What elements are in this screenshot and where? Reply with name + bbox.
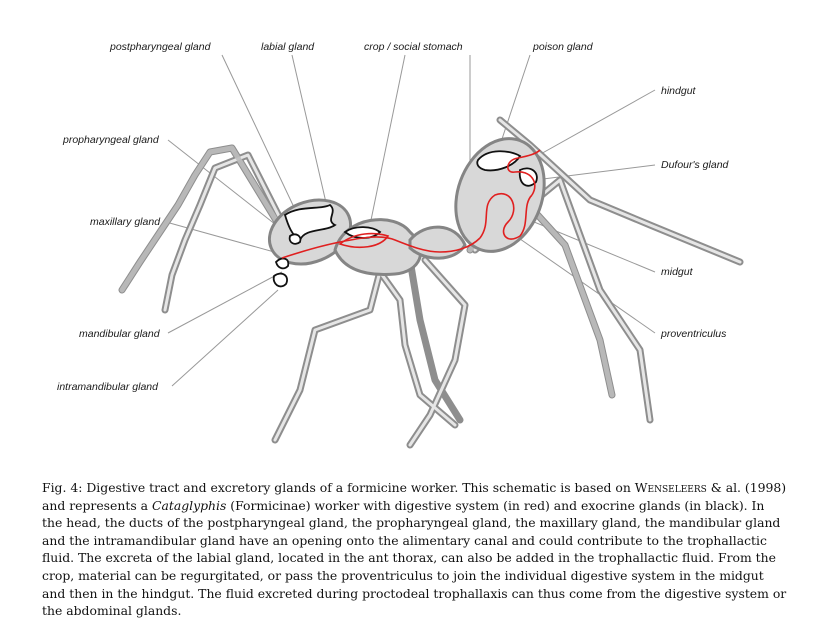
ant-schematic-figure: postpharyngeal gland labial gland crop /… (0, 0, 821, 475)
ant-petiole (410, 227, 465, 258)
propharyngeal-gland-shape (290, 234, 301, 243)
label-labial-gland: labial gland (261, 41, 315, 53)
label-hindgut: hindgut (661, 85, 697, 97)
caption-author: Wenseleers (635, 480, 707, 495)
maxillary-gland-shape (276, 259, 288, 269)
leader-lines (166, 55, 655, 386)
label-midgut: midgut (661, 266, 694, 278)
label-proventriculus: proventriculus (660, 328, 727, 340)
label-dufours-gland: Dufour's gland (661, 159, 730, 171)
label-postpharyngeal-gland: postpharyngeal gland (109, 41, 212, 53)
label-intramandibular-gland: intramandibular gland (57, 381, 159, 393)
label-mandibular-gland: mandibular gland (79, 328, 161, 340)
caption-genus: Cataglyphis (152, 498, 226, 513)
caption-fig: Fig. 4: Digestive tract and excretory gl… (42, 480, 635, 495)
label-crop: crop / social stomach (364, 41, 463, 53)
label-poison-gland: poison gland (532, 41, 594, 53)
figure-caption: Fig. 4: Digestive tract and excretory gl… (42, 479, 787, 620)
label-propharyngeal-gland: propharyngeal gland (62, 134, 160, 146)
ant-body (260, 126, 559, 275)
caption-rest: (Formicinae) worker with digestive syste… (42, 498, 786, 619)
ant-legs-and-antennae (122, 120, 740, 445)
label-maxillary-gland: maxillary gland (90, 216, 161, 228)
mandibular-gland-shape (274, 274, 287, 287)
